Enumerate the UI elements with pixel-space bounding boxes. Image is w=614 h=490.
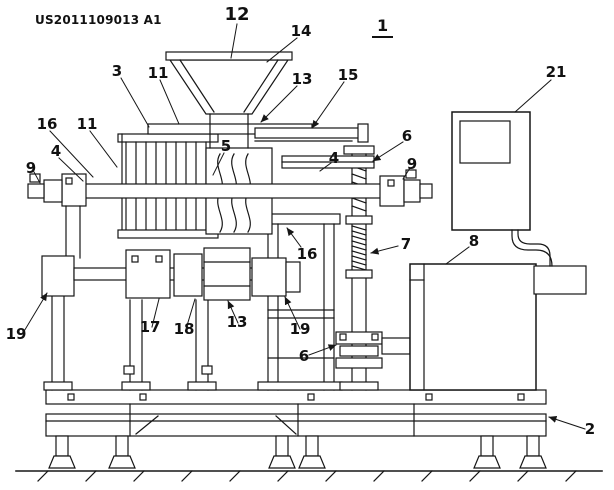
- ref-label-19-22: 19: [289, 320, 311, 338]
- ground-line: [15, 470, 603, 482]
- ref-label-15-5: 15: [337, 66, 359, 84]
- figure-number-label: 1: [372, 16, 394, 38]
- ref-label-21-14: 21: [545, 63, 567, 81]
- ref-label-8-17: 8: [468, 232, 480, 250]
- top-bar: [254, 123, 369, 143]
- ref-label-2-24: 2: [584, 420, 596, 438]
- ref-label-12-0: 12: [224, 4, 250, 25]
- ref-label-4-8: 4: [50, 142, 62, 160]
- ref-label-11-3: 11: [147, 64, 169, 82]
- ref-label-6-23: 6: [298, 347, 310, 365]
- ref-label-19-18: 19: [5, 325, 27, 343]
- ref-label-13-4: 13: [291, 70, 313, 88]
- ref-label-3-2: 3: [111, 62, 123, 80]
- patent-number: US2011109013 A1: [35, 13, 162, 27]
- ref-label-17-19: 17: [139, 318, 161, 336]
- main-shaft: [27, 169, 433, 207]
- ref-label-4-11: 4: [328, 149, 340, 167]
- ref-label-16-15: 16: [296, 245, 318, 263]
- base-frame: [45, 389, 547, 437]
- ref-label-9-13: 9: [406, 155, 418, 173]
- motor-housing: [409, 263, 587, 391]
- support-columns: [43, 295, 217, 391]
- ref-label-5-10: 5: [220, 137, 232, 155]
- ref-label-16-6: 16: [36, 115, 58, 133]
- ref-label-14-1: 14: [290, 22, 312, 40]
- ref-label-11-7: 11: [76, 115, 98, 133]
- control-cabinet: [451, 111, 553, 267]
- hopper: [147, 51, 313, 149]
- center-column: [257, 213, 343, 391]
- lower-shaft-assembly: [41, 205, 301, 301]
- machine-feet: [48, 435, 547, 469]
- feed-bar: [281, 155, 375, 169]
- ref-label-9-9: 9: [25, 159, 37, 177]
- ref-label-6-12: 6: [401, 127, 413, 145]
- ref-label-7-16: 7: [400, 235, 412, 253]
- ref-label-18-20: 18: [173, 320, 195, 338]
- leader-lines: [22, 23, 586, 430]
- ref-label-13-21: 13: [226, 313, 248, 331]
